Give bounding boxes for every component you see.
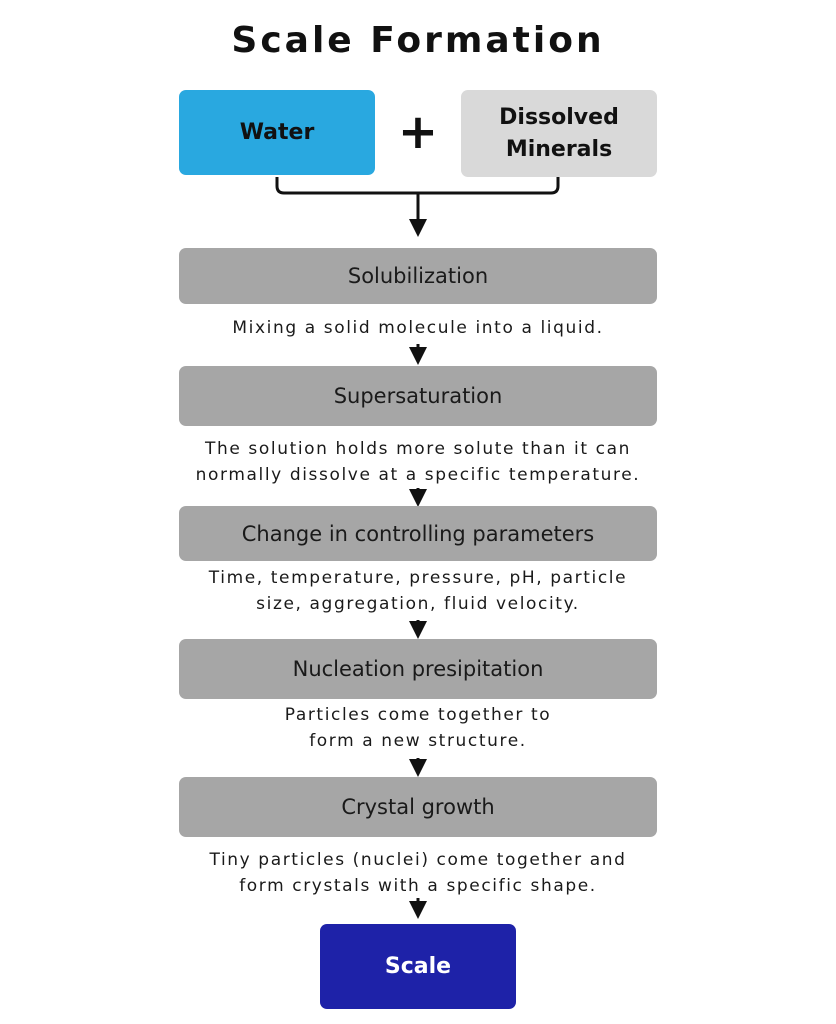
minerals-label-line1: Dissolved bbox=[499, 104, 619, 130]
description-line: Time, temperature, pressure, pH, particl… bbox=[208, 568, 628, 588]
scale-result-box: Scale bbox=[320, 924, 516, 1009]
step-label: Solubilization bbox=[347, 264, 489, 288]
step-nucleation-precipitation: Nucleation presipitation bbox=[179, 639, 657, 699]
minerals-label-line2: Minerals bbox=[505, 136, 613, 162]
step-label: Change in controlling parameters bbox=[241, 521, 595, 546]
step-change-in-controlling-parameters: Change in controlling parameters bbox=[179, 506, 657, 561]
water-label: Water bbox=[239, 120, 315, 145]
description-line: normally dissolve at a specific temperat… bbox=[195, 465, 641, 485]
plus-icon: + bbox=[397, 104, 439, 160]
step-description: Particles come together to form a new st… bbox=[150, 702, 686, 754]
water-box: Water bbox=[179, 90, 375, 175]
description-line: size, aggregation, fluid velocity. bbox=[256, 594, 580, 614]
description-line: Mixing a solid molecule into a liquid. bbox=[232, 318, 604, 338]
step-description: The solution holds more solute than it c… bbox=[150, 436, 686, 488]
step-solubilization: Solubilization bbox=[179, 248, 657, 304]
description-line: form a new structure. bbox=[309, 731, 527, 751]
merge-bracket bbox=[275, 177, 560, 195]
scale-label: Scale bbox=[384, 954, 452, 979]
step-label: Crystal growth bbox=[341, 795, 495, 819]
step-label: Nucleation presipitation bbox=[292, 657, 544, 681]
description-line: form crystals with a specific shape. bbox=[239, 876, 597, 896]
step-supersaturation: Supersaturation bbox=[179, 366, 657, 426]
step-label: Supersaturation bbox=[333, 384, 503, 408]
description-line: Tiny particles (nuclei) come together an… bbox=[209, 850, 627, 870]
description-line: Particles come together to bbox=[284, 705, 552, 725]
step-description: Mixing a solid molecule into a liquid. bbox=[150, 315, 686, 341]
dissolved-minerals-box: Dissolved Minerals bbox=[461, 90, 657, 177]
diagram-title: Scale Formation bbox=[231, 20, 605, 61]
step-description: Tiny particles (nuclei) come together an… bbox=[150, 847, 686, 899]
description-line: The solution holds more solute than it c… bbox=[205, 439, 631, 459]
step-description: Time, temperature, pressure, pH, particl… bbox=[150, 565, 686, 617]
step-crystal-growth: Crystal growth bbox=[179, 777, 657, 837]
